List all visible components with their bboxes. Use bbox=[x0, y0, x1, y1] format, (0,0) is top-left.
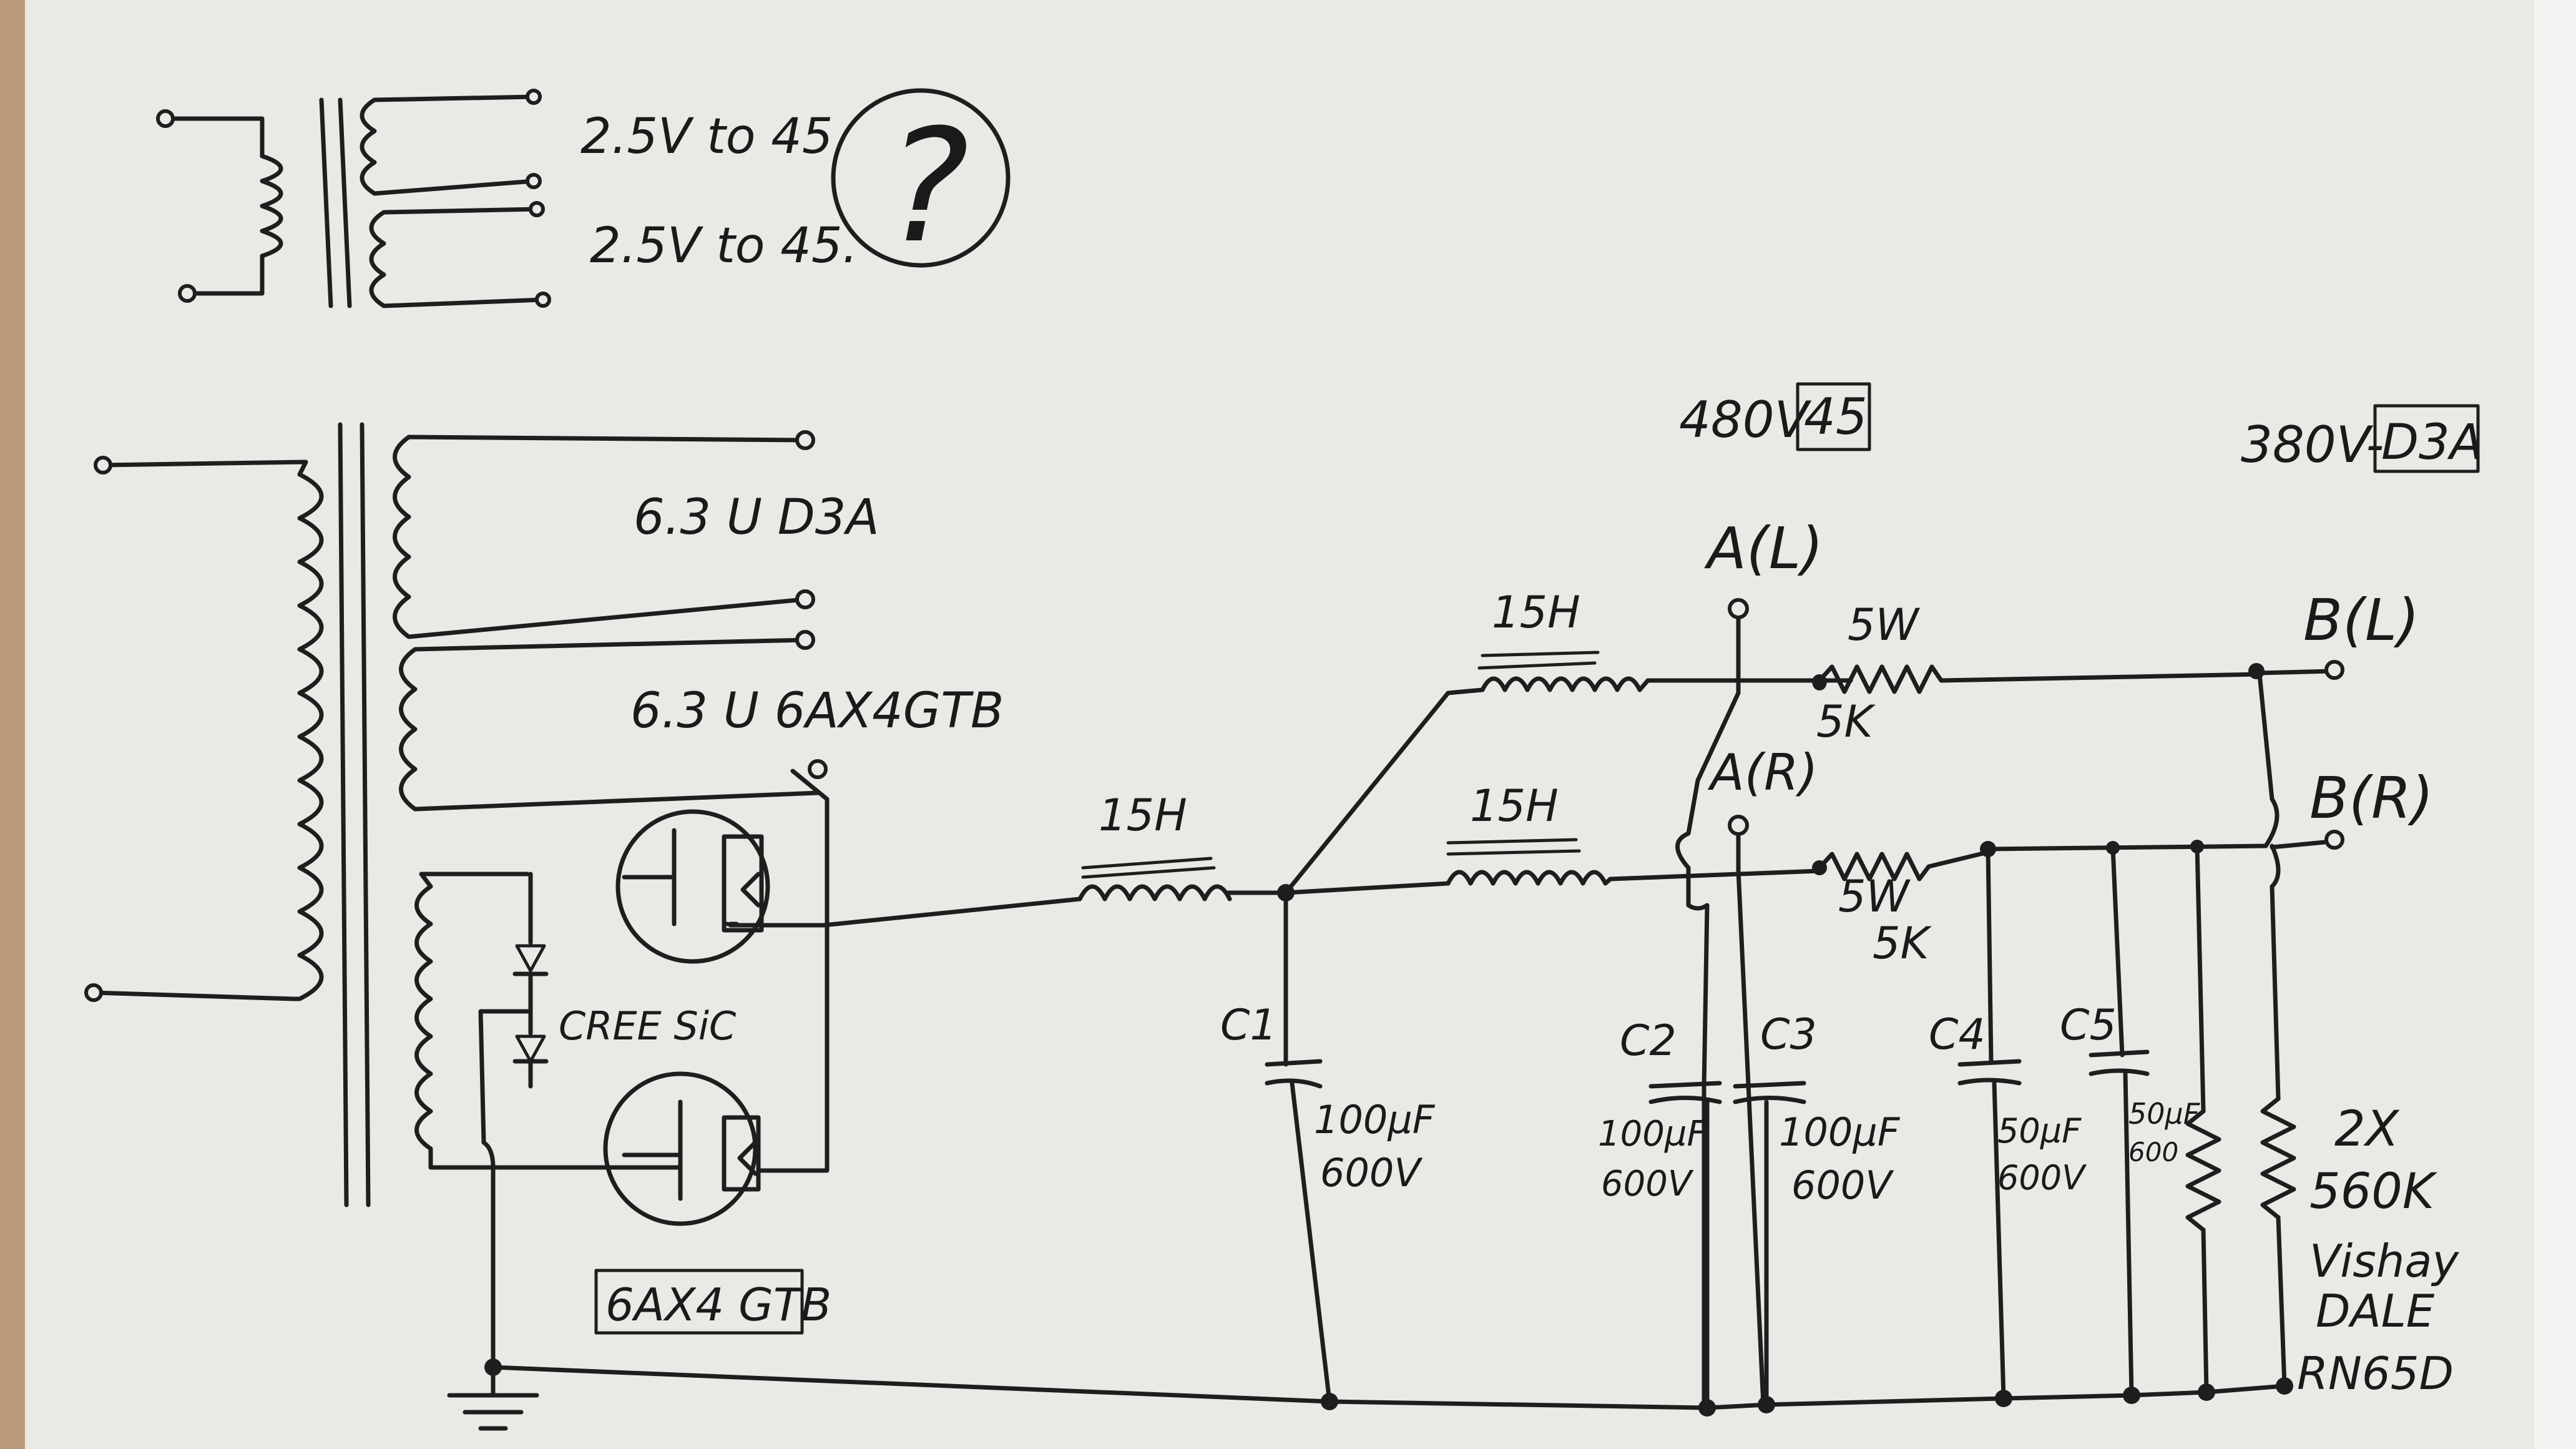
c2-value1: 100µF bbox=[1598, 1114, 1708, 1154]
question-mark: ? bbox=[886, 96, 969, 277]
capacitor-c5 bbox=[2089, 845, 2150, 1404]
choke-bottom-label: 15H bbox=[1470, 780, 1559, 832]
c3-label: C3 bbox=[1760, 1010, 1817, 1059]
r-bot-watt: 5W bbox=[1838, 871, 1911, 922]
heater2-label: 2.5V to 45. bbox=[590, 218, 858, 274]
heater-transformer bbox=[156, 89, 551, 308]
rectifier-tube-upper bbox=[615, 809, 770, 964]
choke-top-label: 15H bbox=[1492, 587, 1580, 638]
node-ar-label: A(R) bbox=[1707, 744, 1818, 802]
c1-label: C1 bbox=[1220, 1001, 1277, 1050]
c4-label: C4 bbox=[1929, 1010, 1986, 1059]
rectifier-tube-lower bbox=[603, 1071, 761, 1226]
bleeder-qty: 2X bbox=[2334, 1101, 2400, 1157]
tube-label: 6AX4 GTB bbox=[605, 1279, 831, 1331]
v-d3a-prefix: 380V- bbox=[2241, 416, 2384, 474]
c1-value2: 600V bbox=[1320, 1150, 1423, 1196]
rail-right-channel bbox=[1986, 672, 2334, 889]
resistor-top bbox=[1812, 664, 2262, 694]
ground-bus bbox=[491, 1365, 2290, 1410]
capacitor-c3 bbox=[1733, 1081, 1806, 1104]
v-45-prefix: 480V- bbox=[1679, 391, 1822, 449]
v-d3a-box-label: D3A bbox=[2381, 415, 2483, 471]
split-wire bbox=[1283, 687, 1485, 895]
tube-label-box bbox=[594, 1269, 804, 1335]
question-circle bbox=[831, 88, 1011, 268]
diodes-label: CREE SiC bbox=[559, 1003, 737, 1049]
capacitor-c1 bbox=[1265, 890, 1338, 1410]
c4-value1: 50µF bbox=[1997, 1111, 2082, 1151]
r-bot-ohm: 5K bbox=[1873, 918, 1932, 969]
resistor-bottom bbox=[1812, 850, 1991, 882]
c4-value2: 600V bbox=[1997, 1158, 2087, 1197]
al-crossover-wire bbox=[1675, 678, 1741, 1407]
node-bl-label: B(L) bbox=[2303, 587, 2419, 654]
v-d3a-box bbox=[2373, 404, 2480, 473]
rectifier-output-wire bbox=[725, 896, 1082, 928]
c5-value2: 600 bbox=[2128, 1137, 2178, 1167]
c2-label: C2 bbox=[1620, 1016, 1677, 1066]
c2-value2: 600V bbox=[1601, 1164, 1694, 1204]
sec1-label: 6.3 U D3A bbox=[634, 489, 879, 546]
bleeder-brand: Vishay bbox=[2309, 1235, 2460, 1287]
v-45-box-label: 45 bbox=[1804, 388, 1868, 446]
capacitor-c4 bbox=[1957, 847, 2022, 1407]
r-top-watt: 5W bbox=[1848, 599, 1921, 651]
sec2-label: 6.3 U 6AX4GTB bbox=[630, 683, 1004, 739]
capacitor-c2 bbox=[1648, 1081, 1722, 1104]
node-al-label: A(L) bbox=[1704, 515, 1823, 582]
bleeder-resistor-2 bbox=[2260, 884, 2296, 1395]
r-top-ohm: 5K bbox=[1816, 696, 1876, 747]
c3-value2: 600V bbox=[1791, 1162, 1894, 1208]
bleeder-value: 560K bbox=[2309, 1164, 2438, 1220]
bleeder-part: RN65D bbox=[2297, 1347, 2454, 1400]
sic-diodes bbox=[478, 872, 549, 1170]
choke1-label: 15H bbox=[1099, 790, 1187, 841]
bleeder-series: DALE bbox=[2316, 1285, 2435, 1337]
node-br-label: B(R) bbox=[2309, 765, 2434, 832]
c1-value1: 100µF bbox=[1314, 1097, 1436, 1142]
choke-top bbox=[1477, 651, 1650, 692]
ground-symbol bbox=[447, 1165, 539, 1431]
choke-bottom bbox=[1446, 838, 1613, 886]
c3-value1: 100µF bbox=[1779, 1109, 1901, 1155]
v-45-box bbox=[1796, 382, 1871, 451]
choke-1 bbox=[1077, 857, 1232, 901]
c5-label: C5 bbox=[2060, 1001, 2117, 1050]
heater1-label: 2.5V to 45 bbox=[580, 109, 833, 165]
power-transformer bbox=[84, 422, 828, 1207]
